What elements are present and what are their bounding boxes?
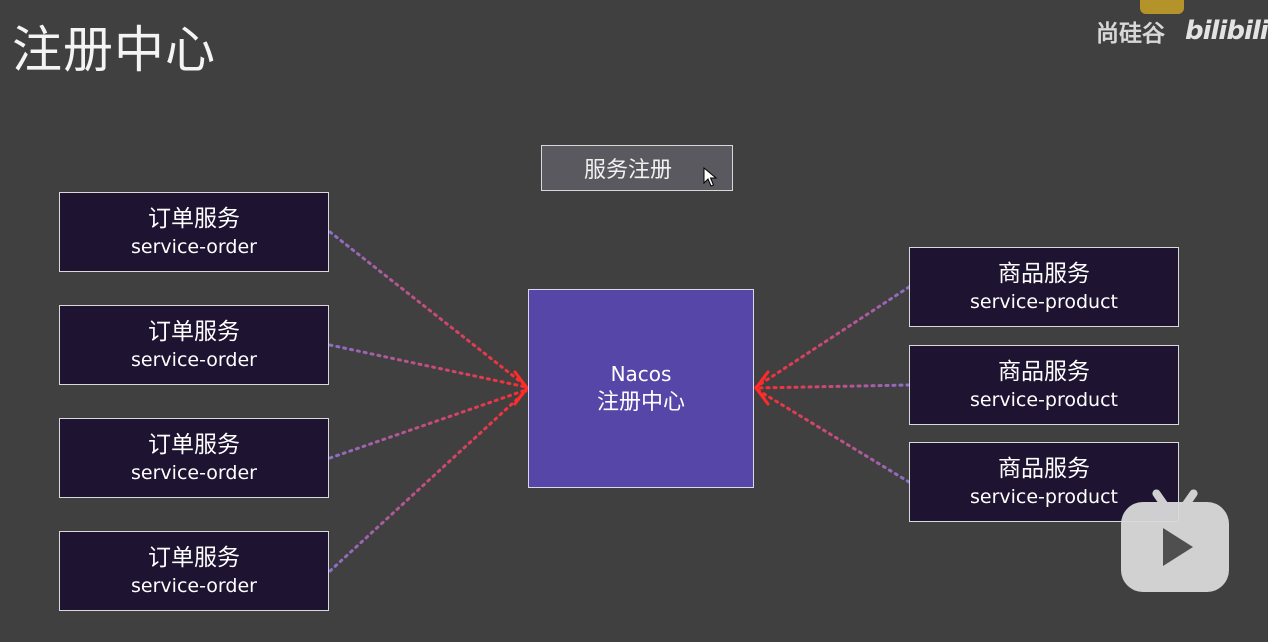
nacos-registry-box: Nacos 注册中心 xyxy=(528,289,754,488)
product-service-box-2: 商品服务 service-product xyxy=(909,345,1179,425)
connector-left-2 xyxy=(328,343,528,389)
watermark-org: 尚硅谷 xyxy=(1096,21,1165,47)
order-service-box-1: 订单服务 service-order xyxy=(59,192,329,272)
connector-right-2 xyxy=(754,383,911,390)
registry-name-cn: 注册中心 xyxy=(596,389,685,415)
arrowhead-left-inner xyxy=(517,376,529,400)
service-name-en: service-order xyxy=(131,236,257,258)
service-name-en: service-order xyxy=(131,462,257,484)
service-name-en: service-order xyxy=(131,575,257,597)
bilibili-play-icon[interactable] xyxy=(1121,487,1229,592)
service-name-cn: 订单服务 xyxy=(148,545,240,571)
order-service-box-3: 订单服务 service-order xyxy=(59,418,329,498)
service-name-cn: 订单服务 xyxy=(148,319,240,345)
page-title: 注册中心 xyxy=(12,21,216,79)
connector-left-1 xyxy=(328,230,528,388)
registry-name-en: Nacos xyxy=(610,361,672,386)
connector-left-3 xyxy=(328,388,528,460)
connector-left-4 xyxy=(328,389,528,573)
order-service-box-4: 订单服务 service-order xyxy=(59,531,329,611)
service-name-cn: 商品服务 xyxy=(998,359,1090,385)
service-name-cn: 商品服务 xyxy=(998,456,1090,482)
service-registration-label: 服务注册 xyxy=(583,158,672,183)
watermark-badge xyxy=(1140,0,1184,14)
service-name-en: service-product xyxy=(970,291,1118,313)
service-name-en: service-order xyxy=(131,349,257,371)
service-name-cn: 订单服务 xyxy=(148,206,240,232)
connector-right-3 xyxy=(754,387,911,484)
service-name-en: service-product xyxy=(970,486,1118,508)
service-name-cn: 订单服务 xyxy=(148,432,240,458)
connector-right-1 xyxy=(754,285,911,389)
product-service-box-1: 商品服务 service-product xyxy=(909,247,1179,327)
service-registration-button[interactable]: 服务注册 xyxy=(541,145,733,191)
service-name-en: service-product xyxy=(970,389,1118,411)
service-name-cn: 商品服务 xyxy=(998,261,1090,287)
arrowhead-right-inner xyxy=(754,376,766,400)
mouse-pointer-icon xyxy=(703,167,717,187)
bilibili-logo-icon: bilibili xyxy=(1185,16,1268,46)
order-service-box-2: 订单服务 service-order xyxy=(59,305,329,385)
